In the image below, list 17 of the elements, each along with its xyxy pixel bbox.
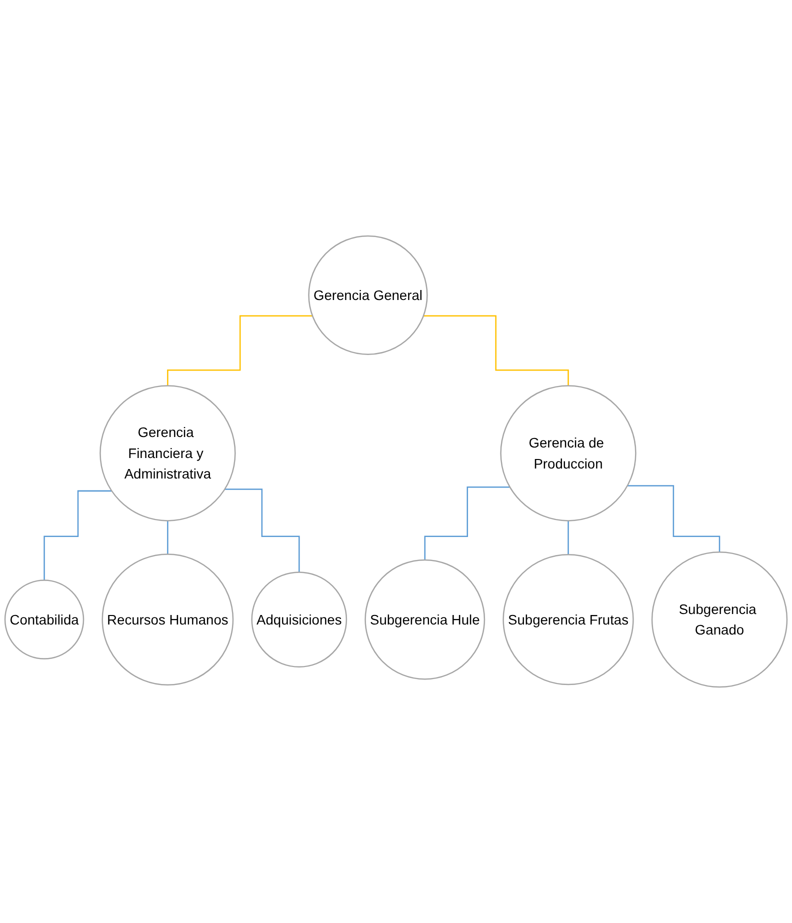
node-circle: Gerencia Financiera y Administrativa — [100, 385, 236, 522]
node-circle: Subgerencia Ganado — [651, 551, 788, 688]
node-circle: Contabilida — [4, 580, 84, 660]
connector — [44, 490, 112, 581]
connector — [167, 315, 313, 386]
connector — [423, 315, 569, 386]
node-circle: Recursos Humanos — [102, 554, 234, 686]
node-circle: Gerencia de Produccion — [500, 385, 636, 522]
connector — [167, 520, 168, 555]
connector — [224, 488, 300, 573]
node-circle: Adquisiciones — [251, 572, 348, 668]
connector — [627, 485, 720, 553]
node-circle: Subgerencia Frutas — [502, 554, 634, 686]
node-circle: Gerencia General — [308, 235, 428, 356]
connector — [568, 520, 569, 556]
node-circle: Subgerencia Hule — [364, 559, 486, 680]
connector — [424, 486, 510, 561]
